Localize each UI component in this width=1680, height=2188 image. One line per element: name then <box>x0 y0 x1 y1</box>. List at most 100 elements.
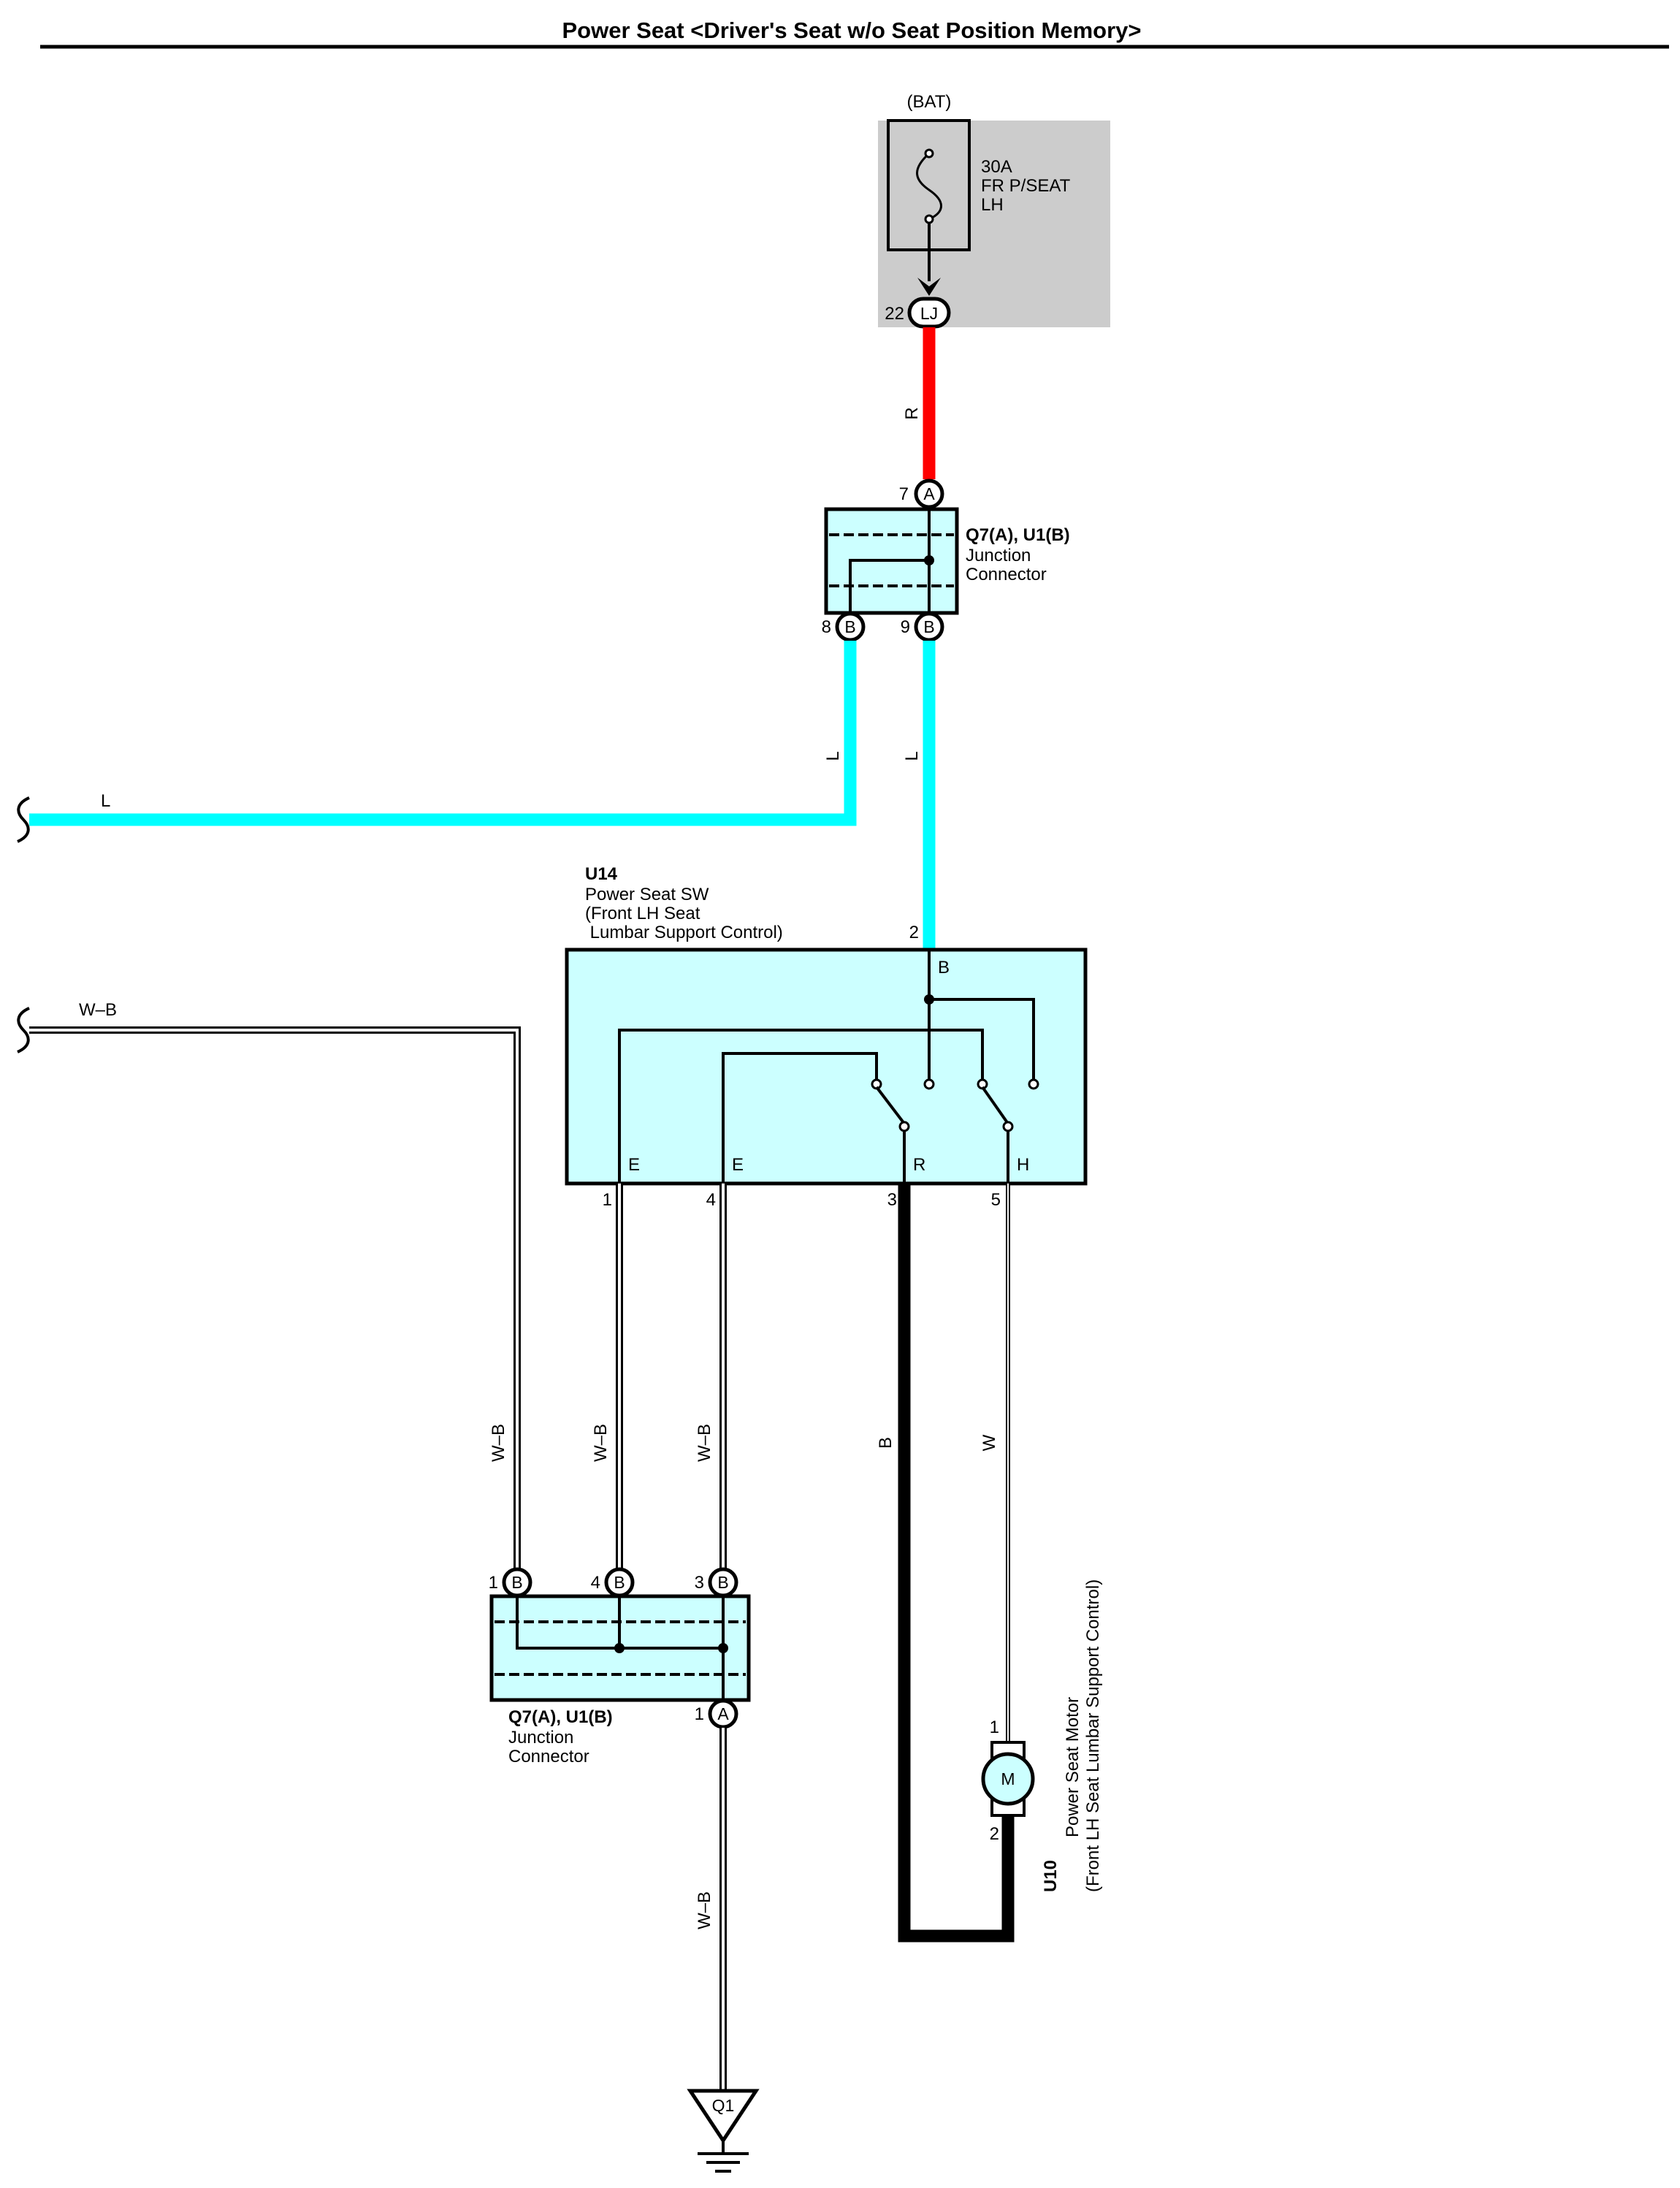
junction-bottom-path-1 <box>516 1596 619 1650</box>
motor-pin-2: 2 <box>990 1824 999 1844</box>
pin-a-1-number: 1 <box>695 1704 704 1724</box>
switch-term-h: H <box>1017 1155 1029 1175</box>
ground-symbol: Q1 <box>687 2089 760 2173</box>
junction-top-splice <box>924 555 934 565</box>
wire-color-r: R <box>902 407 922 419</box>
switch-pin-4: 4 <box>706 1190 716 1210</box>
switch-box <box>565 948 1088 1186</box>
junction-bottom-desc: Junction <box>508 1728 573 1747</box>
ground-triangle <box>687 2089 760 2144</box>
wire-color-l-2: L <box>902 751 922 761</box>
switch-e1-path <box>618 1029 984 1183</box>
junction-bottom-label: Q7(A), U1(B) <box>508 1707 613 1727</box>
wire-color-wb-e2: W–B <box>695 1424 714 1462</box>
wire-black-r <box>898 1183 1015 1943</box>
switch-term-e1: E <box>628 1155 640 1175</box>
pin-b-9 <box>914 611 944 642</box>
wire-color-wb-e1: W–B <box>591 1424 611 1462</box>
junction-top-box <box>824 507 959 615</box>
wire-blue-left <box>29 641 857 826</box>
switch-pin-5: 5 <box>991 1190 1001 1210</box>
pin-b-4 <box>604 1567 635 1598</box>
junction-bottom-splice-2 <box>718 1643 728 1653</box>
wire-break-icon <box>17 796 30 843</box>
junction-top-label: Q7(A), U1(B) <box>966 525 1070 545</box>
motor-id: U10 <box>1041 1860 1061 1892</box>
wire-wb-left-outer <box>29 1026 521 1582</box>
fuse-box: (BAT) 30A FR P/SEAT LH LJ 22 <box>878 92 1110 329</box>
pin-b-1-number: 1 <box>489 1573 498 1593</box>
switch-desc-2: Lumbar Support Control) <box>585 923 783 942</box>
fuse-connector <box>907 297 951 329</box>
motor-desc: (Front LH Seat Lumbar Support Control) <box>1083 1579 1103 1892</box>
switch-desc: (Front LH Seat <box>585 904 700 923</box>
connector-arrow-icon <box>917 278 941 296</box>
switch-b-branch <box>929 998 1035 1081</box>
wire-color-l-1: L <box>823 751 843 761</box>
fuse-connector-pin: 22 <box>885 304 904 324</box>
pin-b-3 <box>708 1567 738 1598</box>
fuse-terminal-top <box>924 148 934 159</box>
junction-connector-top: A 7 B 8 B 9 Q7(A), U1(B) Junction Connec… <box>822 479 1070 642</box>
pin-a-1 <box>708 1699 738 1729</box>
pin-b-8 <box>835 611 866 642</box>
switch-splice <box>924 994 934 1005</box>
pin-b-1-conn: B <box>511 1573 522 1592</box>
pin-a-7 <box>914 479 944 509</box>
junction-bottom-splice-1 <box>614 1643 625 1653</box>
fuse-icon <box>916 152 942 221</box>
wire-color-w: W <box>980 1434 999 1451</box>
motor-icon <box>981 1752 1035 1806</box>
junction-top-branch <box>849 559 929 613</box>
battery-label: (BAT) <box>907 92 952 112</box>
ground-id: Q1 <box>712 2096 735 2115</box>
wire-color-wb-left-vert: W–B <box>489 1424 508 1462</box>
pin-b-3-conn: B <box>717 1573 728 1592</box>
pin-b-4-conn: B <box>614 1573 625 1592</box>
switch-term-e2: E <box>732 1155 744 1175</box>
junction-top-desc: Junction <box>966 546 1031 565</box>
wire-color-b: B <box>876 1437 896 1449</box>
pin-b-9-conn: B <box>923 617 934 636</box>
pin-b-4-number: 4 <box>591 1573 600 1593</box>
switch-pivot-h <box>1002 1121 1014 1132</box>
switch-contact-1 <box>923 1078 935 1090</box>
motor-symbol: M <box>1001 1769 1015 1788</box>
motor-pin-1: 1 <box>990 1718 999 1737</box>
wire-color-l-3: L <box>101 791 110 811</box>
pin-b-8-conn: B <box>844 617 855 636</box>
switch-term-b: B <box>938 958 950 977</box>
switch-pin-2: 2 <box>909 923 919 942</box>
pin-b-8-number: 8 <box>822 617 831 637</box>
junction-bottom-desc-2: Connector <box>508 1747 589 1766</box>
switch-pin-3: 3 <box>887 1190 897 1210</box>
pin-a-7-conn: A <box>923 484 935 503</box>
switch-blade-r <box>875 1086 906 1125</box>
switch-blade-h <box>981 1086 1009 1125</box>
pin-b-3-number: 3 <box>695 1573 704 1593</box>
switch-term-r: R <box>913 1155 925 1175</box>
switch-name: Power Seat SW <box>585 885 709 904</box>
fuse-box-background <box>878 121 1110 327</box>
junction-connector-bottom: B 1 B 4 B 3 A 1 Q7(A), U1(B) Junction Co… <box>489 1567 751 1766</box>
fuse-terminal-bottom <box>924 214 934 224</box>
motor-name: Power Seat Motor <box>1063 1697 1083 1837</box>
switch-id: U14 <box>585 864 618 884</box>
pin-b-1 <box>502 1567 532 1598</box>
power-seat-motor: M 1 2 U10 Power Seat Motor (Front LH Sea… <box>981 1579 1103 1892</box>
page-title: Power Seat <Driver's Seat w/o Seat Posit… <box>562 18 1142 43</box>
fuse-name: FR P/SEAT <box>981 176 1071 196</box>
wire-wb-left-inner <box>29 1029 519 1582</box>
power-seat-switch: U14 Power Seat SW (Front LH Seat Lumbar … <box>565 864 1088 1210</box>
switch-pin-1: 1 <box>603 1190 612 1210</box>
wire-break-icon-2 <box>17 1007 30 1053</box>
fuse-rating: 30A <box>981 157 1012 177</box>
fuse-name-2: LH <box>981 195 1004 215</box>
pin-b-9-number: 9 <box>901 617 910 637</box>
pin-a-7-number: 7 <box>899 484 909 504</box>
fuse-connector-id: LJ <box>920 304 938 323</box>
switch-e2-path <box>722 1052 878 1183</box>
pin-a-1-conn: A <box>717 1704 729 1723</box>
junction-top-desc-2: Connector <box>966 565 1047 584</box>
